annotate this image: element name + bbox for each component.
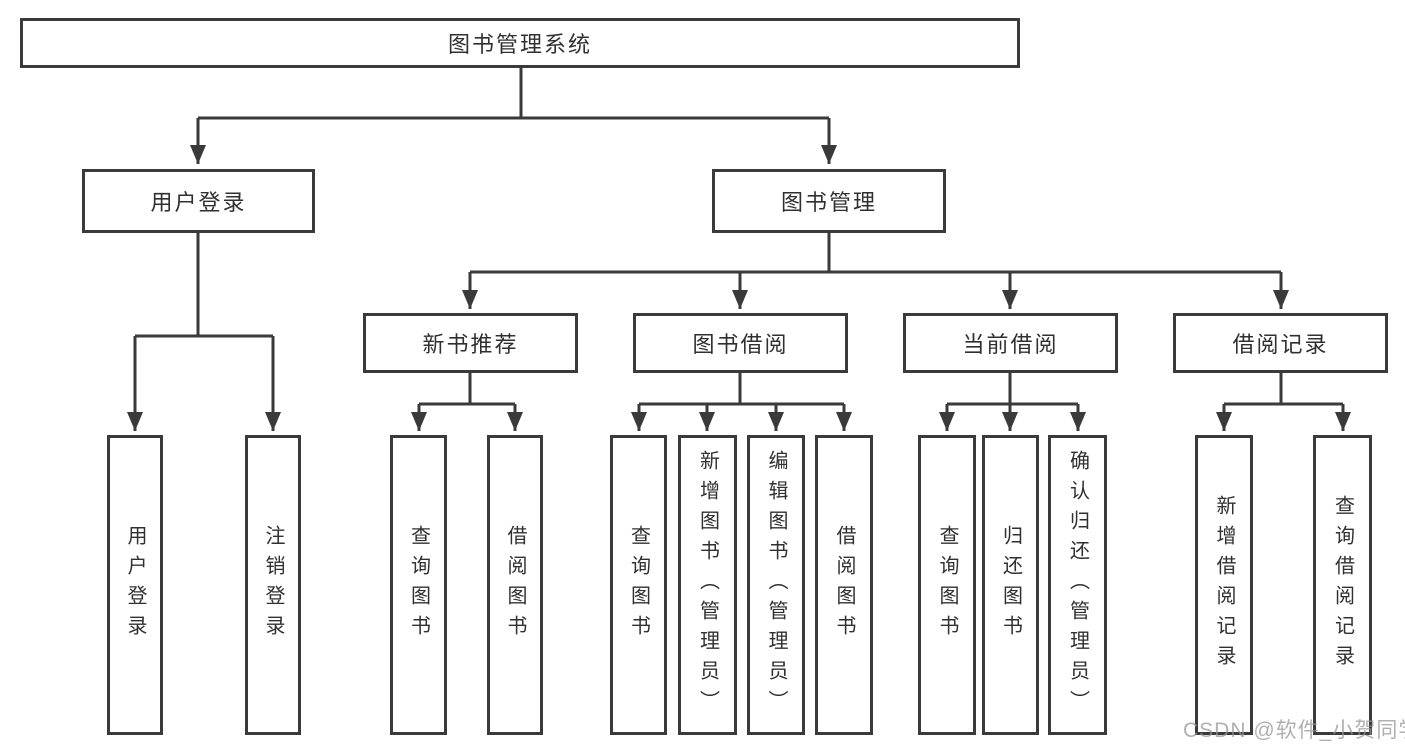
csdn-watermark: CSDN @软件_小贺同学: [1183, 719, 1405, 742]
leaf-query-books-borrowing: 查询图书: [610, 435, 667, 735]
leaf-borrow-books-newbooks: 借阅图书: [487, 435, 543, 735]
leaf-user-login-label: 用户登录: [124, 525, 146, 645]
leaf-edit-books-admin: 编辑图书（管理员）: [747, 435, 805, 735]
leaf-query-books-newbooks-label: 查询图书: [407, 525, 430, 645]
leaf-query-books-newbooks: 查询图书: [390, 435, 447, 735]
leaf-query-books-current: 查询图书: [918, 435, 976, 735]
leaf-edit-books-admin-label: 编辑图书（管理员）: [765, 450, 787, 720]
leaf-borrow-books-borrowing-label: 借阅图书: [833, 525, 855, 645]
node-new-book-recommend: 新书推荐: [363, 313, 578, 373]
leaf-return-books-label: 归还图书: [999, 525, 1022, 645]
leaf-add-borrow-record: 新增借阅记录: [1195, 435, 1253, 735]
node-user-login-label: 用户登录: [150, 190, 247, 215]
leaf-query-borrow-record: 查询借阅记录: [1313, 435, 1372, 735]
leaf-add-books-admin-label: 新增图书（管理员）: [696, 450, 719, 720]
node-current-borrowing: 当前借阅: [903, 313, 1118, 373]
leaf-query-borrow-record-label: 查询借阅记录: [1331, 495, 1354, 675]
leaf-logout: 注销登录: [245, 435, 301, 735]
leaf-borrow-books-newbooks-label: 借阅图书: [504, 525, 526, 645]
node-current-borrowing-label: 当前借阅: [962, 332, 1059, 357]
node-borrowing-records: 借阅记录: [1173, 313, 1388, 373]
node-user-login: 用户登录: [82, 169, 315, 233]
leaf-user-login: 用户登录: [107, 435, 163, 735]
leaf-borrow-books-borrowing: 借阅图书: [815, 435, 873, 735]
node-new-book-recommend-label: 新书推荐: [422, 332, 519, 357]
leaf-add-borrow-record-label: 新增借阅记录: [1213, 495, 1235, 675]
node-root-label: 图书管理系统: [447, 32, 592, 57]
leaf-confirm-return-admin: 确认归还（管理员）: [1048, 435, 1107, 735]
node-book-borrowing-label: 图书借阅: [692, 332, 789, 357]
node-book-borrowing: 图书借阅: [633, 313, 848, 373]
node-book-management-label: 图书管理: [780, 190, 877, 215]
leaf-query-books-current-label: 查询图书: [936, 525, 958, 645]
node-book-management: 图书管理: [712, 169, 946, 233]
connector-trunk-lines: [135, 68, 1343, 406]
leaf-add-books-admin: 新增图书（管理员）: [678, 435, 737, 735]
leaf-confirm-return-admin-label: 确认归还（管理员）: [1066, 450, 1089, 720]
leaf-logout-label: 注销登录: [262, 525, 284, 645]
node-root-system: 图书管理系统: [20, 18, 1020, 68]
connector-arrows: [127, 118, 1351, 431]
node-borrowing-records-label: 借阅记录: [1232, 332, 1329, 357]
leaf-query-books-borrowing-label: 查询图书: [627, 525, 650, 645]
leaf-return-books: 归还图书: [982, 435, 1039, 735]
